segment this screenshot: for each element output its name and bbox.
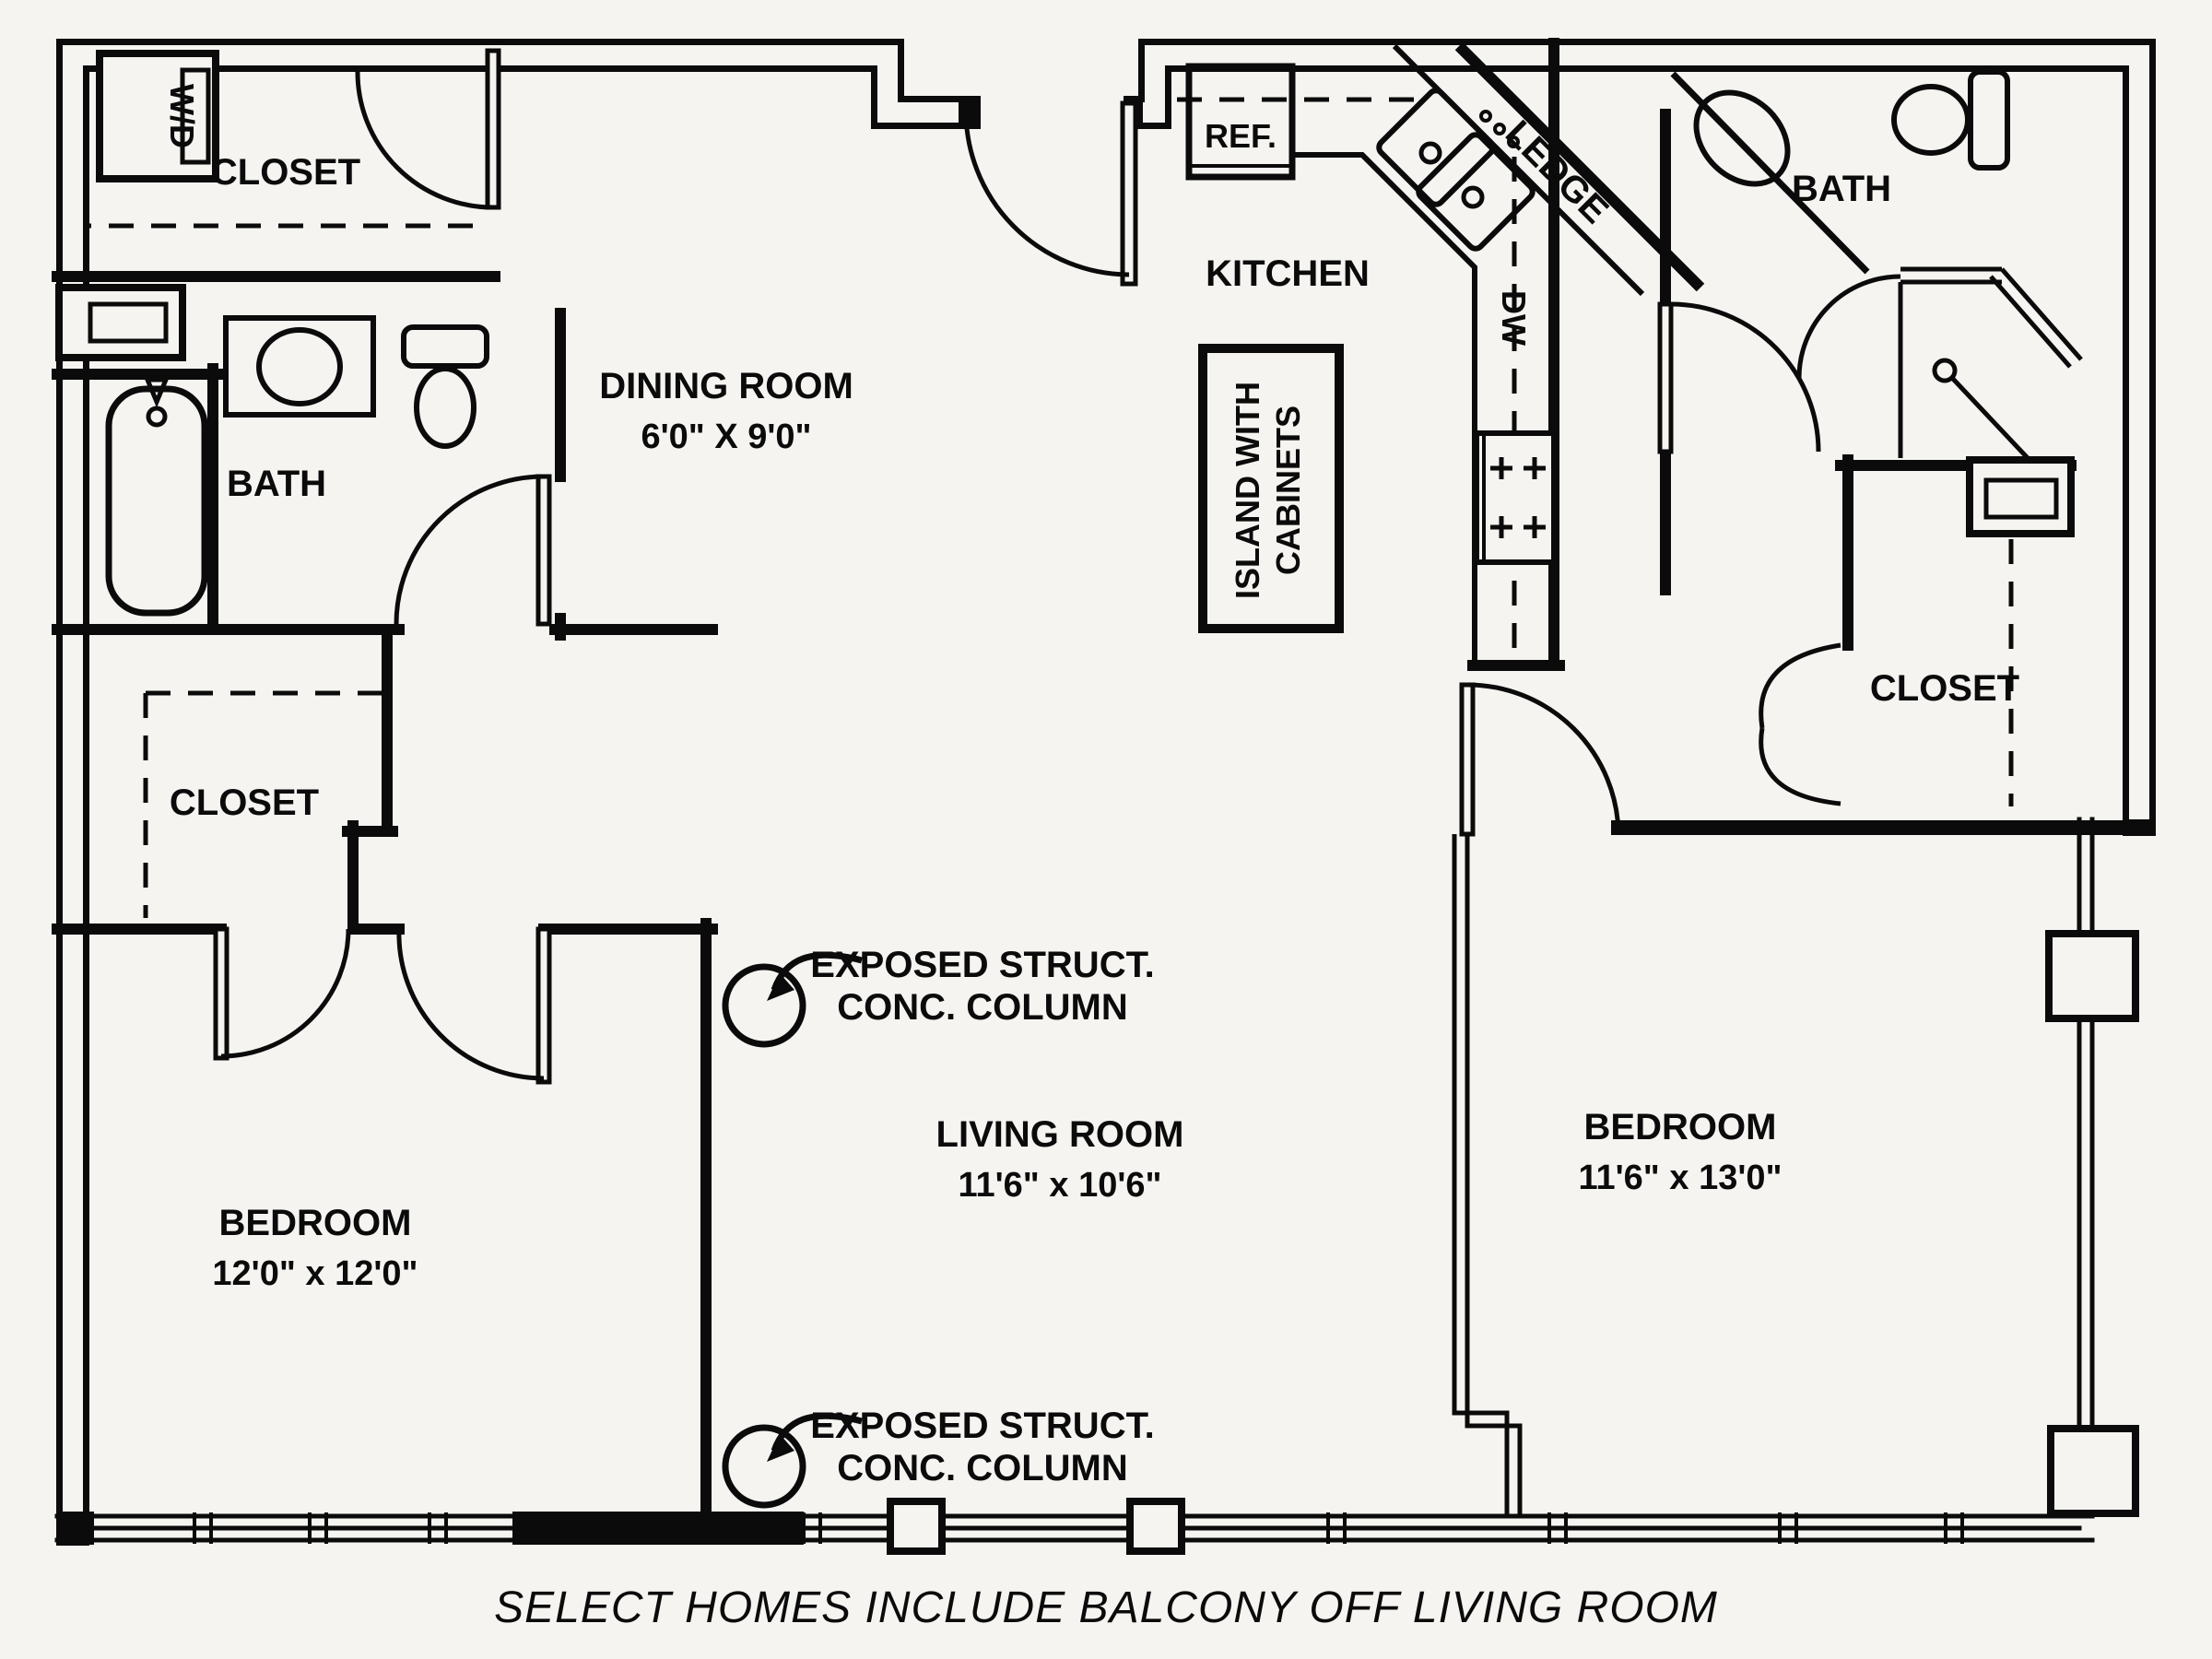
shower-door-arc [1796, 274, 1901, 379]
kitchen-fixtures [1185, 41, 1705, 665]
column-note-1-line1: EXPOSED STRUCT. [810, 945, 1154, 985]
sink-basin [256, 327, 343, 406]
annotation-arrowhead [767, 1434, 794, 1462]
kitchen-label: KITCHEN [1206, 253, 1370, 294]
tub-faucet-icon [144, 377, 170, 408]
column-note-1-line2: CONC. COLUMN [837, 987, 1128, 1028]
living-room-dims: 11'6" x 10'6" [958, 1166, 1161, 1205]
bedroom-left-door [396, 926, 552, 1085]
refrigerator-label: REF. [1205, 117, 1277, 155]
shower [1796, 266, 2083, 460]
dashed-lines [66, 97, 2014, 918]
column-annotation-2 [722, 1412, 863, 1509]
ledge-face-outer [1454, 41, 1705, 292]
bedroom-left-label: BEDROOM [219, 1203, 412, 1243]
laundry-area [55, 50, 219, 361]
refrigerator [1185, 63, 1296, 181]
bedroom-left-dims: 12'0" x 12'0" [212, 1254, 418, 1293]
bedroom-right-dims: 11'6" x 13'0" [1578, 1159, 1782, 1197]
ledge-face-inner [1392, 43, 1645, 297]
vanity-counter [223, 315, 376, 418]
column-note-2-line2: CONC. COLUMN [837, 1448, 1128, 1488]
laundry-closet-label: CLOSET [211, 152, 360, 193]
closet-right-label: CLOSET [1870, 668, 2019, 709]
window-mullion-box [1126, 1498, 1185, 1555]
column-circle [722, 1424, 806, 1509]
bath-left-door [394, 474, 552, 627]
washer-dryer-label: W/D [163, 84, 201, 148]
bedroom-right-label: BEDROOM [1584, 1107, 1777, 1147]
bath-left-label: BATH [227, 464, 326, 504]
vanity-diagonal [1670, 71, 1870, 275]
column-note-2-line1: EXPOSED STRUCT. [810, 1406, 1154, 1446]
doors [213, 48, 1841, 1085]
closet-left-label: CLOSET [170, 782, 319, 823]
island-label-line2: CABINETS [1269, 406, 1307, 575]
closet-right-bifold-door [1759, 642, 1841, 806]
column-annotation-1 [722, 951, 863, 1048]
washer-dryer-door [180, 67, 211, 165]
range-stove [1474, 430, 1557, 565]
exterior-walls [56, 39, 2156, 1546]
bath-right-label: BATH [1792, 169, 1891, 209]
closet-left-door [213, 926, 351, 1061]
toilet-tank [1968, 69, 2010, 171]
entry-jamb-left [959, 96, 966, 129]
window-mullion-box [887, 1498, 946, 1555]
entry-jamb-right [1135, 96, 1143, 129]
toilet-tank [401, 324, 489, 369]
kitchen-island [1198, 344, 1344, 633]
structural-column-box [2047, 1425, 2139, 1517]
structural-column-box [2045, 930, 2139, 1022]
dining-room-label: DINING ROOM [599, 366, 853, 406]
bath-right-door [1657, 301, 1821, 454]
bottom-solid-wall [512, 1512, 804, 1545]
right-balcony-wall [2045, 817, 2139, 1517]
shower-drain-icon [1932, 358, 1958, 383]
bathtub [105, 385, 208, 617]
sink-basin [1693, 89, 1791, 187]
plan-caption: SELECT HOMES INCLUDE BALCONY OFF LIVING … [494, 1583, 1718, 1632]
entry-door [963, 100, 1138, 287]
linen-cabinet [55, 284, 186, 361]
corner-sink [1376, 88, 1535, 252]
washer-dryer-unit [96, 50, 219, 182]
interior-walls [52, 38, 2152, 1522]
island-label-line1: ISLAND WITH [1229, 382, 1266, 599]
toilet-bowl [414, 366, 477, 449]
tub-drain-icon [146, 406, 168, 428]
bath-left-fixtures [105, 315, 489, 617]
toilet-bowl [1891, 84, 1971, 156]
kitchen-counter-edge [1292, 152, 1477, 665]
column-circle [722, 963, 806, 1048]
laundry-closet-door [355, 48, 501, 210]
dishwasher-label: DW [1495, 290, 1533, 346]
bath-right-fixtures [1670, 69, 2083, 460]
bedroom-right-west-wall [1452, 834, 1523, 1516]
bottom-window-band [54, 1498, 2095, 1555]
living-room-label: LIVING ROOM [936, 1114, 1184, 1155]
dining-room-dims: 6'0" X 9'0" [641, 418, 811, 456]
annotation-arrowhead [767, 973, 794, 1001]
bedroom-right-door [1459, 682, 1621, 837]
closet-right-cabinet [1966, 456, 2075, 537]
